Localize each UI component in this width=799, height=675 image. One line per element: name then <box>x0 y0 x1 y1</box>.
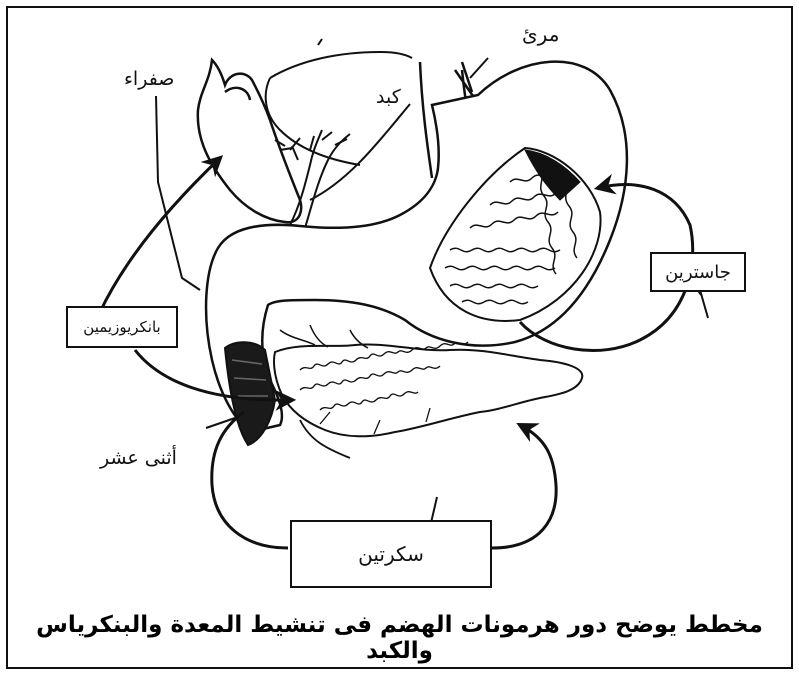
duodenum-label: أثنى عشر <box>100 447 177 469</box>
secretin-box: سكرتين <box>290 520 492 588</box>
gastrin-box: جاسترين <box>650 252 746 292</box>
liver-label: كبد <box>376 86 401 108</box>
duodenum-section <box>225 342 275 445</box>
gallbladder-shape <box>198 60 301 222</box>
figure-caption: مخطط يوضح دور هرمونات الهضم فى تنشيط الم… <box>0 612 799 664</box>
pancreas-shape <box>274 325 582 458</box>
esophagus-label: مرئ <box>522 22 559 46</box>
pancreozymin-box: بانكريوزيمين <box>66 306 178 348</box>
gallbladder-label: صفراء <box>124 68 174 90</box>
